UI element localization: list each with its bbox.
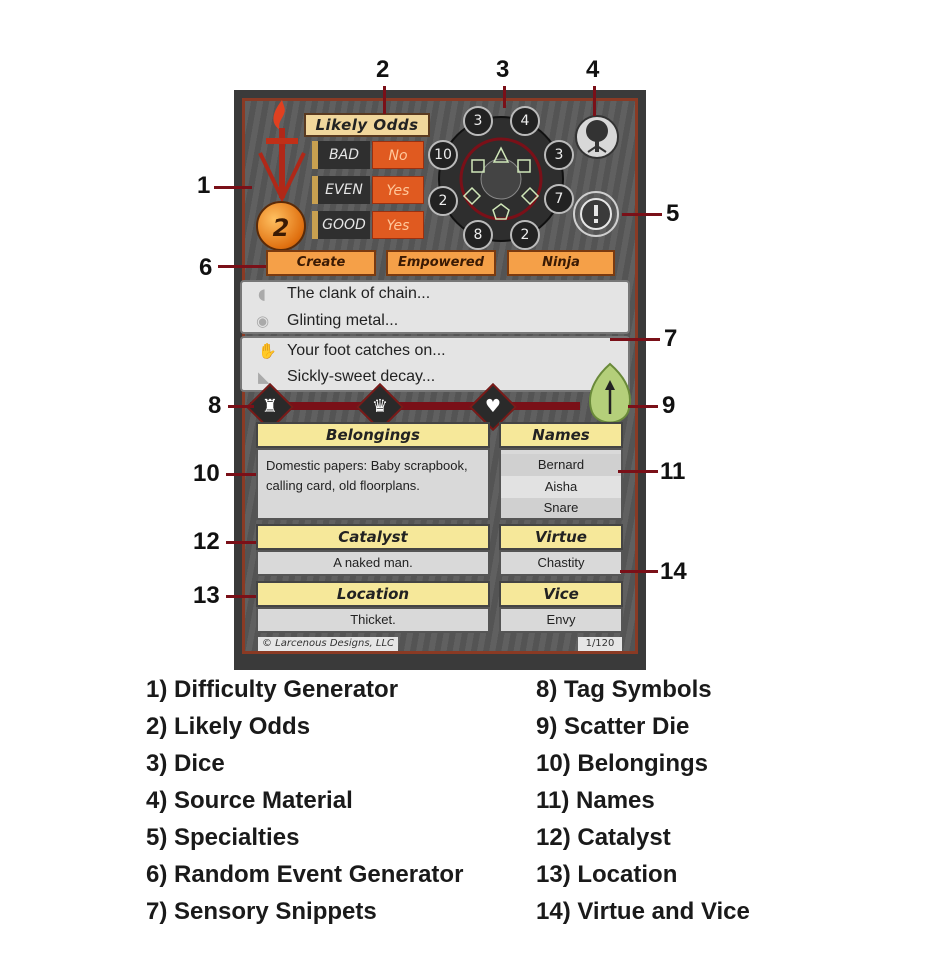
- callout-number: 8: [208, 392, 222, 419]
- dice-wheel: [438, 116, 564, 242]
- legend-item: 9) Scatter Die: [536, 713, 690, 740]
- callout-number: 11: [660, 458, 686, 485]
- virtue-text: Chastity: [499, 550, 623, 576]
- snippet-text: Sickly-sweet decay...: [287, 368, 436, 385]
- callout-number: 13: [193, 582, 220, 609]
- copyright: © Larcenous Designs, LLC: [258, 637, 399, 651]
- leader-line: [228, 405, 254, 408]
- sword-icon: [258, 100, 306, 203]
- likely-odds-title: Likely Odds: [304, 113, 430, 137]
- legend-item: 5) Specialties: [146, 824, 300, 851]
- random-event-create: Create: [266, 250, 376, 276]
- callout-number: 1: [197, 172, 211, 199]
- legend-item: 7) Sensory Snippets: [146, 898, 377, 925]
- callout-number: 9: [662, 392, 676, 419]
- random-event-ninja: Ninja: [507, 250, 615, 276]
- name-item: Bernard: [501, 454, 621, 476]
- leader-line: [214, 186, 252, 189]
- vice-text: Envy: [499, 607, 623, 633]
- die-value: 3: [544, 140, 574, 170]
- leader-line: [226, 541, 256, 544]
- speech-bubble-exclamation-icon: [573, 191, 619, 237]
- die-value: 3: [463, 106, 493, 136]
- legend-item: 14) Virtue and Vice: [536, 898, 750, 925]
- leader-line: [383, 86, 386, 114]
- leader-line: [226, 595, 256, 598]
- names-list: Bernard Aisha Snare: [499, 448, 623, 520]
- legend-item: 11) Names: [536, 787, 655, 814]
- belongings-text: Domestic papers: Baby scrapbook, calling…: [256, 448, 490, 520]
- legend-item: 6) Random Event Generator: [146, 861, 464, 888]
- location-header: Location: [256, 581, 490, 607]
- leader-line: [622, 213, 662, 216]
- leader-line: [628, 405, 658, 408]
- nose-icon: ◣: [258, 368, 270, 386]
- odds-label: BAD: [312, 141, 370, 169]
- catalyst-header: Catalyst: [256, 524, 490, 550]
- die-value: 4: [510, 106, 540, 136]
- die-value: 2: [510, 220, 540, 250]
- tower-icon: ♜: [261, 396, 279, 417]
- odds-answer: Yes: [372, 211, 424, 239]
- die-value: 7: [544, 184, 574, 214]
- heart-icon: ♥: [484, 396, 502, 417]
- callout-number: 3: [496, 56, 510, 83]
- difficulty-die: 2: [256, 201, 306, 251]
- eye-icon: ◉: [256, 312, 270, 330]
- tree-icon: [575, 115, 619, 159]
- callout-number: 14: [660, 558, 687, 585]
- crown-icon: ♛: [371, 396, 389, 417]
- legend-item: 10) Belongings: [536, 750, 709, 777]
- legend-item: 3) Dice: [146, 750, 225, 777]
- leader-line: [618, 470, 658, 473]
- callout-number: 10: [193, 460, 220, 487]
- snippet-text: Your foot catches on...: [287, 342, 446, 359]
- callout-number: 4: [586, 56, 600, 83]
- callout-number: 5: [666, 200, 680, 227]
- die-value: 2: [428, 186, 458, 216]
- snippet-box-upper: [240, 280, 630, 334]
- legend-item: 1) Difficulty Generator: [146, 676, 399, 703]
- odds-answer: Yes: [372, 176, 424, 204]
- leader-line: [226, 473, 256, 476]
- callout-number: 6: [199, 254, 213, 281]
- legend-item: 8) Tag Symbols: [536, 676, 712, 703]
- vice-header: Vice: [499, 581, 623, 607]
- die-value: 10: [428, 140, 458, 170]
- name-item: Snare: [501, 498, 621, 518]
- ear-icon: ◖: [258, 285, 266, 303]
- legend-item: 13) Location: [536, 861, 678, 888]
- location-text: Thicket.: [256, 607, 490, 633]
- tag-bar: [250, 402, 580, 410]
- scatter-die: [589, 362, 631, 424]
- legend-item: 4) Source Material: [146, 787, 353, 814]
- legend-item: 12) Catalyst: [536, 824, 671, 851]
- legend-item: 2) Likely Odds: [146, 713, 311, 740]
- random-event-empowered: Empowered: [386, 250, 496, 276]
- virtue-header: Virtue: [499, 524, 623, 550]
- snippet-text: Glinting metal...: [287, 312, 399, 329]
- odds-label: GOOD: [312, 211, 370, 239]
- leader-line: [593, 86, 596, 116]
- catalyst-text: A naked man.: [256, 550, 490, 576]
- card-number: 1/120: [578, 637, 622, 651]
- callout-number: 2: [376, 56, 390, 83]
- odds-answer: No: [372, 141, 424, 169]
- leader-line: [610, 338, 660, 341]
- leader-line: [218, 265, 266, 268]
- die-value: 8: [463, 220, 493, 250]
- callout-number: 12: [193, 528, 220, 555]
- belongings-header: Belongings: [256, 422, 490, 448]
- name-item: Aisha: [501, 476, 621, 498]
- callout-number: 7: [664, 325, 678, 352]
- snippet-box-lower: [240, 336, 630, 392]
- names-header: Names: [499, 422, 623, 448]
- leader-line: [503, 86, 506, 108]
- snippet-text: The clank of chain...: [287, 285, 431, 302]
- hand-icon: ✋: [258, 342, 277, 360]
- leader-line: [620, 570, 658, 573]
- odds-label: EVEN: [312, 176, 370, 204]
